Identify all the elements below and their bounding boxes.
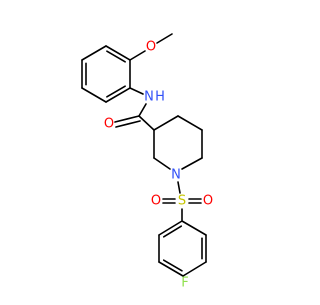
atom-o-sulfonyl-left: O (151, 194, 161, 209)
bond-pip-1 (153, 115, 179, 131)
bond-ring-o (129, 50, 146, 61)
bond-ringA-5 (105, 87, 131, 103)
bond-ringA-2 (81, 45, 107, 61)
bond-ringA-1 (105, 45, 131, 61)
bond-c-o-1 (114, 115, 140, 123)
bond-ringB-4-inner (162, 259, 183, 272)
bond-ringA-1-inner (106, 50, 126, 63)
atom-n-amide: N (144, 90, 154, 105)
atom-h-amide: H (155, 90, 165, 105)
bond-ring-n (129, 87, 144, 95)
molecule-canvas: O N H O N S O O F (81, 33, 213, 291)
bond-o-methyl (156, 33, 173, 44)
atom-s-sulfonyl: S (178, 194, 186, 209)
bond-ringB-1 (181, 220, 207, 236)
bond-ringA-4 (81, 87, 107, 103)
bond-ringB-4 (158, 261, 184, 277)
bond-layer (81, 33, 207, 277)
bond-n-s (177, 181, 181, 194)
atom-o-methoxy: O (146, 40, 156, 55)
atom-f-para: F (181, 276, 188, 291)
bond-c-o-2 (115, 120, 141, 128)
bond-ringB-6-inner (162, 225, 183, 238)
bond-pip-5 (153, 157, 171, 170)
bond-n-carbonyl (138, 103, 147, 117)
bond-pip-2 (177, 115, 203, 131)
bond-ringB-6 (158, 220, 183, 236)
atom-n-ring: N (171, 168, 181, 183)
atom-o-sulfonyl-right: O (203, 194, 213, 209)
molecule-structure: O N H O N S O O F (81, 33, 213, 291)
bond-ringA-5-inner (106, 85, 126, 98)
atom-o-carbonyl: O (104, 117, 114, 132)
bond-carbonyl-c3 (138, 115, 155, 131)
bond-pip-4 (181, 157, 203, 170)
bond-ringB-3 (182, 261, 207, 277)
